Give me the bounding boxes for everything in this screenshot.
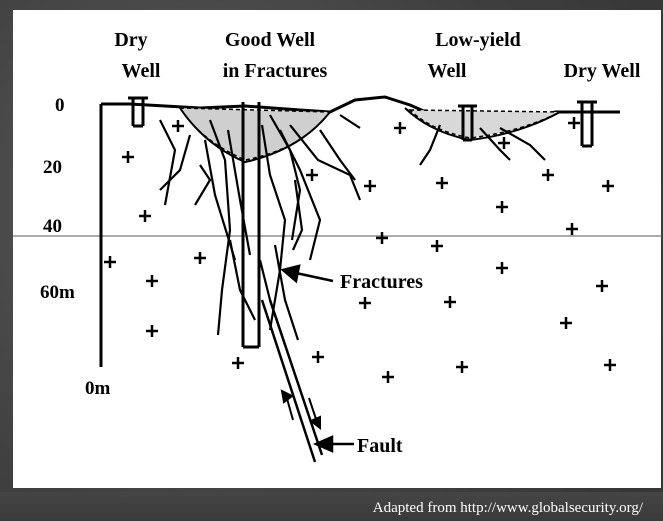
bedrock-cross — [431, 240, 443, 252]
bedrock-cross — [456, 361, 468, 373]
bedrock-cross — [602, 180, 614, 192]
fractures-label: Fractures — [340, 271, 423, 293]
fault-pointer — [316, 437, 354, 451]
source-credit: Adapted from http://www.globalsecurity.o… — [373, 500, 643, 517]
bedrock-cross — [496, 262, 508, 274]
depth-tick-40: 40 — [43, 216, 62, 237]
bedrock-cross — [122, 151, 134, 163]
bedrock-cross — [376, 232, 388, 244]
label-good-well-line1: Good Well — [225, 29, 316, 51]
depth-tick-20: 20 — [43, 157, 62, 178]
bedrock-cross — [306, 169, 318, 181]
label-low-yield-well-line1: Low-yield — [435, 29, 521, 51]
label-dry-well-left-line1: Dry — [114, 29, 147, 51]
label-dry-well-left-line2: Well — [122, 60, 161, 82]
bedrock-cross — [382, 371, 394, 383]
fracture-network — [160, 115, 545, 345]
bedrock-cross — [194, 252, 206, 264]
depth-bottom-label: 0m — [85, 378, 111, 399]
bedrock-cross — [364, 180, 376, 192]
bedrock-cross — [596, 280, 608, 292]
bedrock-cross — [542, 169, 554, 181]
label-low-yield-well-line2: Well — [428, 60, 467, 82]
bedrock-cross — [394, 122, 406, 134]
label-good-well-line2: in Fractures — [223, 60, 328, 82]
bedrock-cross — [232, 357, 244, 369]
bedrock-cross — [359, 297, 371, 309]
bedrock-cross — [436, 177, 448, 189]
bedrock-cross — [496, 201, 508, 213]
bedrock-crosses — [104, 117, 616, 383]
bedrock-cross — [568, 117, 580, 129]
bedrock-cross — [604, 359, 616, 371]
bedrock-cross — [566, 223, 578, 235]
bedrock-cross — [498, 137, 510, 149]
depth-tick-0: 0 — [55, 95, 65, 116]
bedrock-cross — [146, 325, 158, 337]
bedrock-cross — [560, 317, 572, 329]
fault-label: Fault — [357, 435, 403, 457]
depth-tick-60m: 60m — [40, 282, 75, 303]
label-dry-well-right: Dry Well — [564, 60, 641, 82]
bedrock-cross — [104, 256, 116, 268]
bedrock-cross — [139, 210, 151, 222]
bedrock-cross — [444, 296, 456, 308]
bedrock-cross — [312, 351, 324, 363]
bedrock-cross — [172, 120, 184, 132]
bedrock-cross — [146, 275, 158, 287]
fractures-pointer — [283, 266, 333, 281]
dry-well-left-casing — [128, 98, 148, 126]
